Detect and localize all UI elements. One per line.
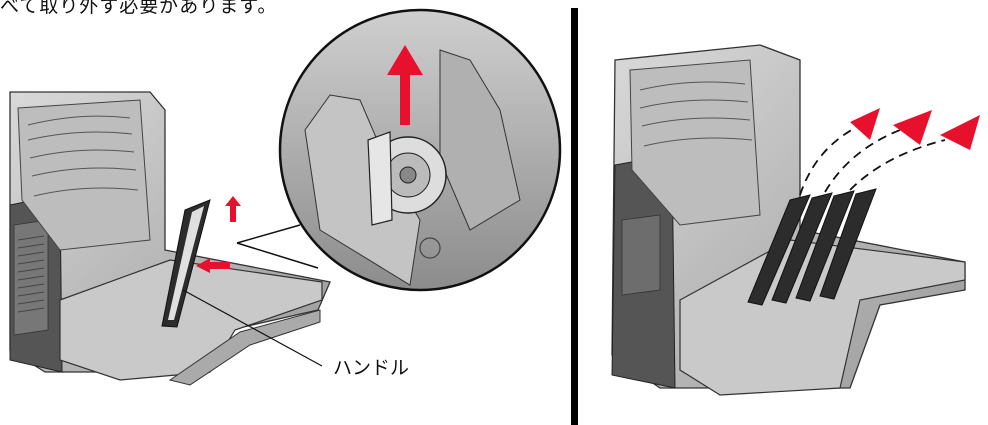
figure-divider bbox=[571, 8, 578, 425]
handle-callout-label: ハンドル bbox=[333, 353, 409, 380]
left-lift-arrow bbox=[225, 196, 241, 222]
right-printer-illustration bbox=[612, 45, 965, 395]
magnified-handle-detail bbox=[280, 10, 560, 290]
callout-leader-top bbox=[237, 225, 300, 243]
removal-paths bbox=[800, 128, 945, 195]
removal-arrows bbox=[850, 108, 980, 150]
callout-leader-bottom bbox=[237, 243, 318, 268]
